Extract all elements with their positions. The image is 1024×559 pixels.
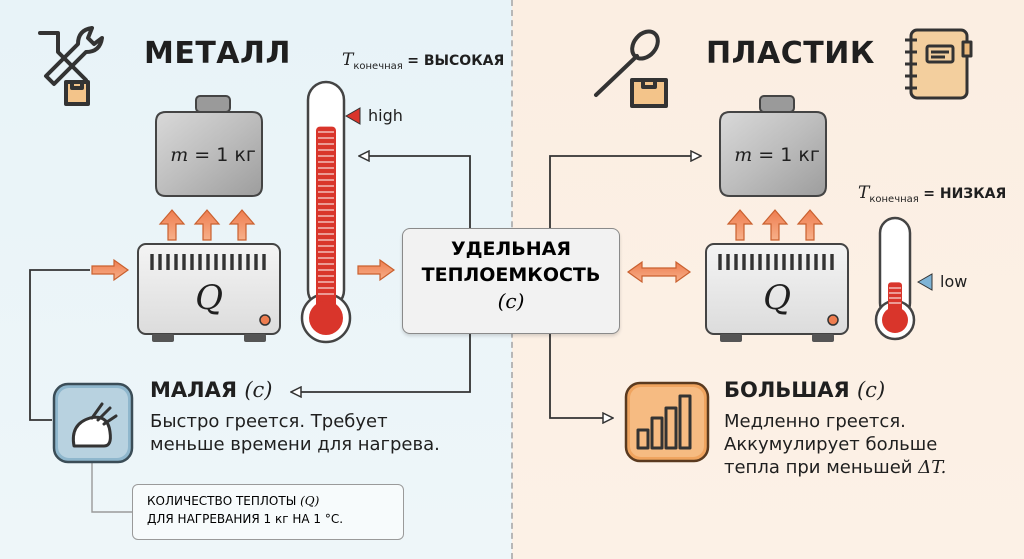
low-marker (916, 273, 933, 291)
thermometer-low (874, 216, 916, 341)
high-label: high (368, 106, 403, 125)
heat-input-arrow (91, 258, 130, 282)
mercury-column-high (316, 126, 336, 308)
center-heater-double-arrow (626, 260, 692, 284)
spoon-icon (594, 29, 668, 108)
plastic-heater (705, 243, 849, 342)
metal-heater (137, 243, 281, 342)
connectors (29, 156, 700, 513)
high-marker (344, 107, 361, 125)
plastic-result-body: Медленно греется. Аккумулирует больше те… (724, 411, 947, 478)
heat-arrows-right (726, 209, 824, 241)
metal-result-title: МАЛАЯ (c) (150, 378, 273, 402)
plastic-result-title: БОЛЬШАЯ (c) (724, 378, 886, 402)
heat-drop-icon (52, 382, 134, 464)
metal-result-body: Быстро греется. Требует меньше времени д… (150, 411, 440, 455)
plastic-heat-label: Q (763, 278, 791, 318)
plastic-mass-label: m = 1 кг (734, 144, 820, 166)
low-label: low (940, 272, 968, 291)
plastic-weight (719, 95, 827, 197)
wrench-screwdriver-icon (38, 26, 104, 106)
plastic-tfinal-label: Tконечная = НИЗКАЯ (858, 183, 1007, 205)
metal-heat-label: Q (195, 278, 223, 318)
plastic-title: ПЛАСТИК (706, 36, 875, 71)
metal-weight (155, 95, 263, 197)
metal-title: МЕТАЛЛ (144, 36, 291, 71)
metal-tfinal-label: Tконечная = ВЫСОКАЯ (342, 50, 505, 72)
metal-mass-label: m = 1 кг (170, 144, 256, 166)
heat-arrows-left (158, 209, 256, 241)
notebook-icon (905, 28, 973, 100)
thermo-to-center-arrow (357, 258, 396, 282)
definition-box: КОЛИЧЕСТВО ТЕПЛОТЫ (Q) ДЛЯ НАГРЕВАНИЯ 1 … (132, 484, 404, 540)
thermometer-high (300, 80, 352, 344)
bar-growth-icon (624, 381, 710, 463)
specific-heat-box: УДЕЛЬНАЯ ТЕПЛОЕМКОСТЬ (c) (402, 228, 620, 334)
